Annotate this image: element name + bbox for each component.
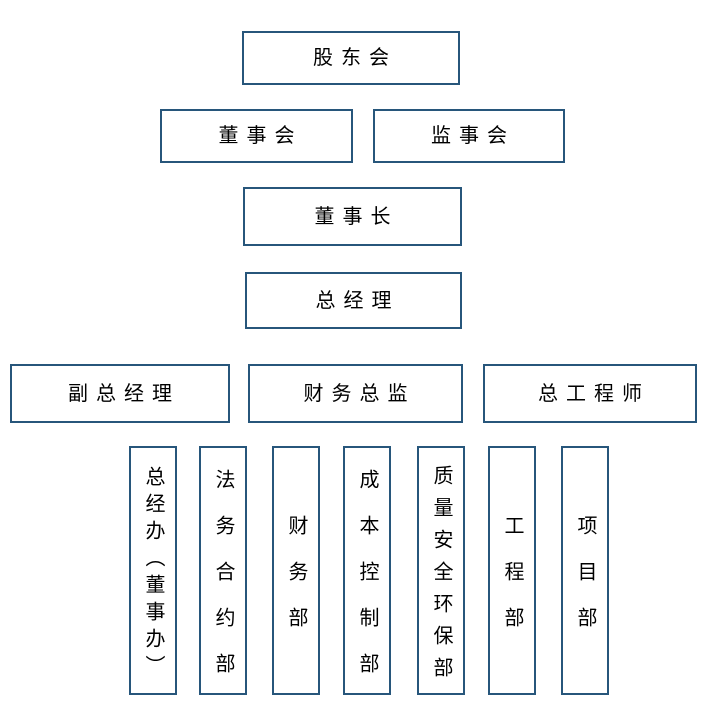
- node-finance-director: 财务总监: [248, 364, 463, 423]
- node-chief-engineer: 总工程师: [483, 364, 697, 423]
- node-general-manager-label: 总经理: [315, 289, 392, 312]
- node-dept-finance-label: 财务部: [285, 514, 307, 627]
- node-dept-legal-contract-label: 法务合约部: [212, 468, 234, 673]
- node-dept-gm-office: 总经办（董事办）: [129, 446, 177, 695]
- node-dept-legal-contract: 法务合约部: [199, 446, 247, 695]
- node-chairman-label: 董事长: [314, 205, 391, 228]
- node-dept-engineering: 工程部: [488, 446, 536, 695]
- node-supervisory-board: 监事会: [373, 109, 565, 163]
- node-dept-cost-control: 成本控制部: [343, 446, 391, 695]
- node-general-manager: 总经理: [245, 272, 462, 329]
- node-board-of-directors-label: 董事会: [218, 125, 295, 147]
- node-deputy-general-manager: 副总经理: [10, 364, 230, 423]
- node-dept-engineering-label: 工程部: [501, 514, 523, 627]
- node-dept-project: 项目部: [561, 446, 609, 695]
- node-board-of-directors: 董事会: [160, 109, 353, 163]
- node-shareholders-meeting: 股东会: [242, 31, 460, 85]
- node-supervisory-board-label: 监事会: [431, 125, 507, 147]
- node-dept-gm-office-label: 总经办（董事办）: [142, 466, 164, 675]
- node-dept-finance: 财务部: [272, 446, 320, 695]
- node-finance-director-label: 财务总监: [303, 382, 408, 405]
- node-dept-cost-control-label: 成本控制部: [356, 468, 378, 673]
- node-chairman: 董事长: [243, 187, 462, 246]
- node-dept-quality-safety-environment-label: 质量安全环保部: [430, 464, 452, 677]
- node-shareholders-meeting-label: 股东会: [313, 47, 389, 69]
- node-dept-project-label: 项目部: [574, 514, 596, 627]
- node-chief-engineer-label: 总工程师: [538, 382, 642, 405]
- node-deputy-general-manager-label: 副总经理: [68, 382, 172, 405]
- node-dept-quality-safety-environment: 质量安全环保部: [417, 446, 465, 695]
